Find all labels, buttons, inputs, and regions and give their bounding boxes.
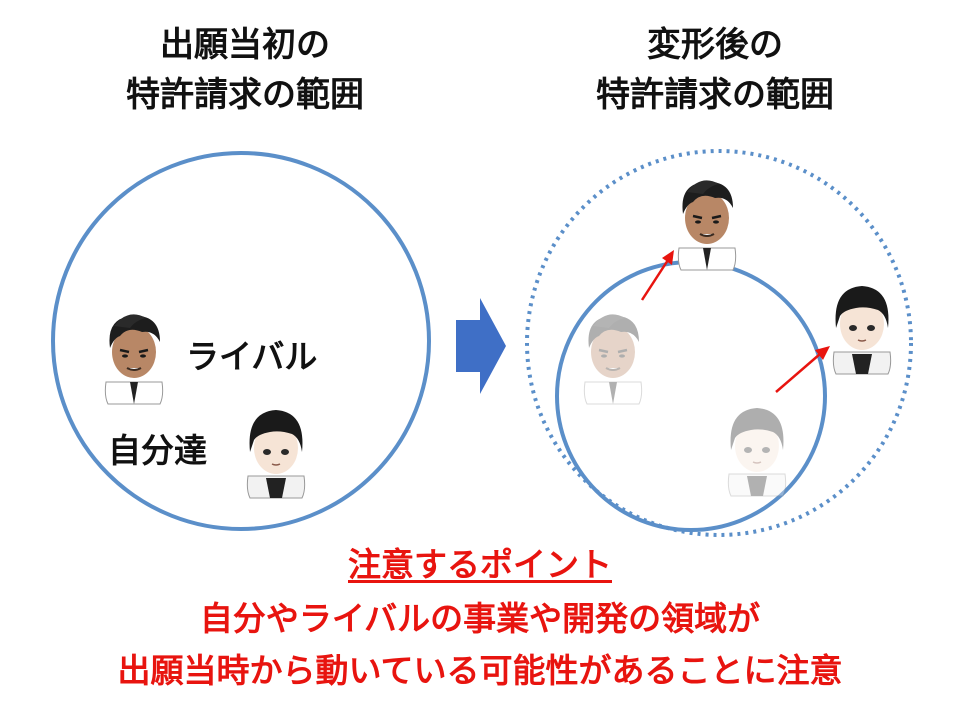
self-avatar-icon <box>247 410 304 498</box>
self-original-position-icon <box>728 408 785 496</box>
note-heading-text: 注意するポイント <box>348 545 612 584</box>
rival-avatar-icon <box>105 314 162 404</box>
right-arrow-icon <box>456 298 506 394</box>
rival-label: ライバル <box>186 330 317 378</box>
note-line1: 自分やライバルの事業や開発の領域が <box>0 596 960 642</box>
note-line2: 出願当時から動いている可能性があることに注意 <box>0 648 960 694</box>
rival-original-position-icon <box>584 314 641 404</box>
note-heading: 注意するポイント <box>0 542 960 588</box>
self-move-arrow <box>776 354 820 392</box>
self-moved-avatar-icon <box>833 286 890 374</box>
self-label: 自分達 <box>108 424 207 472</box>
rival-moved-avatar-icon <box>678 180 735 270</box>
